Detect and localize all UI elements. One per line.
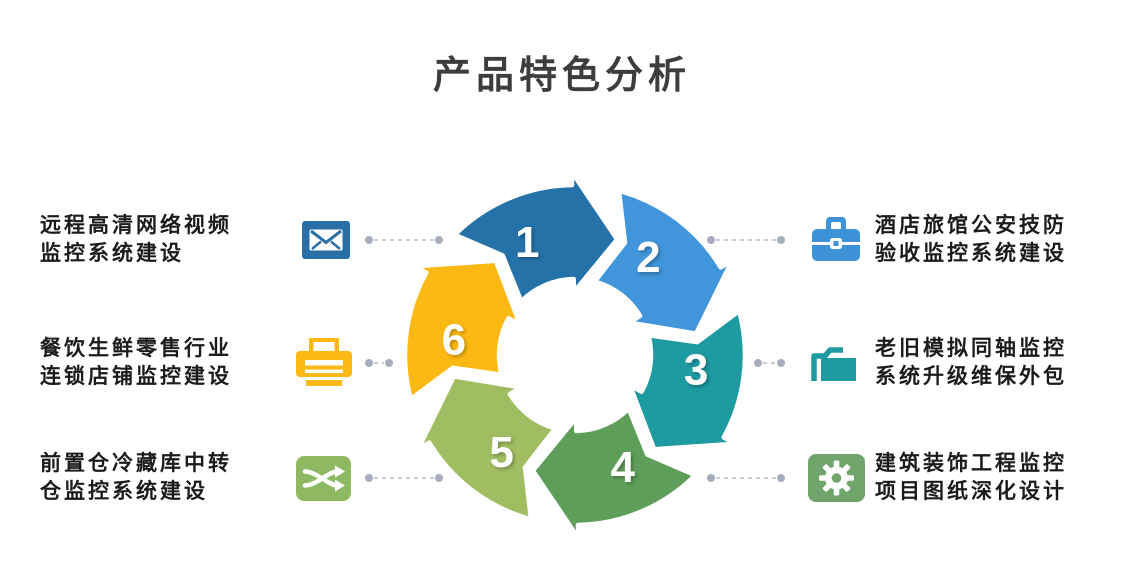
cycle-segment-5 [415, 374, 558, 522]
cycle-segment-2 [592, 188, 735, 336]
connector-dot [754, 359, 762, 367]
connector-line [365, 236, 443, 244]
feature-label-retail: 餐饮生鲜零售行业 连锁店铺监控建设 [40, 335, 232, 391]
connector-dot [385, 359, 393, 367]
feature-line: 连锁店铺监控建设 [40, 365, 232, 388]
connector-dash [374, 477, 434, 479]
connector-dot [777, 359, 785, 367]
cycle-segment-4 [530, 406, 698, 541]
feature-line: 远程高清网络视频 [40, 214, 232, 237]
printer-icon [296, 338, 352, 388]
feature-label-upgrade: 老旧模拟同轴监控 系统升级维保外包 [875, 335, 1067, 391]
connector-dash [716, 239, 776, 241]
segment-number: 5 [489, 428, 513, 477]
briefcase-icon [812, 217, 860, 263]
connector-dash [716, 477, 776, 479]
cycle-segment-1 [452, 169, 620, 304]
feature-label-video: 远程高清网络视频 监控系统建设 [40, 212, 232, 268]
feature-line: 系统升级维保外包 [875, 365, 1067, 388]
connector-dash [374, 362, 384, 364]
feature-label-hotel: 酒店旅馆公安技防 验收监控系统建设 [875, 212, 1067, 268]
gear-icon [808, 454, 865, 502]
connector-dot [365, 236, 373, 244]
connector-dot [777, 474, 785, 482]
segment-number: 4 [610, 443, 635, 492]
feature-line: 验收监控系统建设 [875, 242, 1067, 265]
connector-line [754, 359, 785, 367]
feature-line: 项目图纸深化设计 [875, 480, 1067, 503]
feature-line: 前置仓冷藏库中转 [40, 452, 232, 475]
shuffle-icon [296, 456, 351, 501]
connector-dot [435, 474, 443, 482]
connector-dot [707, 236, 715, 244]
page-title: 产品特色分析 [432, 55, 691, 97]
feature-label-warehouse: 前置仓冷藏库中转 仓监控系统建设 [40, 450, 232, 506]
connector-line [707, 236, 785, 244]
feature-line: 建筑装饰工程监控 [875, 452, 1067, 475]
cycle-diagram: 1 2 34 5 6 [402, 169, 748, 541]
connector-dot [365, 474, 373, 482]
feature-label-design: 建筑装饰工程监控 项目图纸深化设计 [875, 450, 1067, 506]
segment-number: 3 [684, 345, 708, 394]
folder-icon [810, 343, 858, 383]
segment-number: 2 [636, 233, 660, 282]
feature-line: 仓监控系统建设 [40, 480, 208, 503]
connector-dash [763, 362, 776, 364]
feature-line: 监控系统建设 [40, 242, 184, 265]
segment-number: 6 [442, 316, 466, 365]
connector-dot [365, 359, 373, 367]
connector-line [365, 474, 443, 482]
connector-dot [777, 236, 785, 244]
connector-dot [707, 474, 715, 482]
feature-line: 酒店旅馆公安技防 [875, 214, 1067, 237]
cycle-segment-6 [402, 258, 523, 402]
feature-line: 餐饮生鲜零售行业 [40, 337, 232, 360]
connector-line [365, 359, 393, 367]
connector-line [707, 474, 785, 482]
connector-dot [435, 236, 443, 244]
feature-line: 老旧模拟同轴监控 [875, 337, 1067, 360]
cycle-segment-3 [627, 308, 748, 452]
envelope-icon [302, 221, 350, 259]
segment-number: 1 [515, 218, 539, 267]
connector-dash [374, 239, 434, 241]
